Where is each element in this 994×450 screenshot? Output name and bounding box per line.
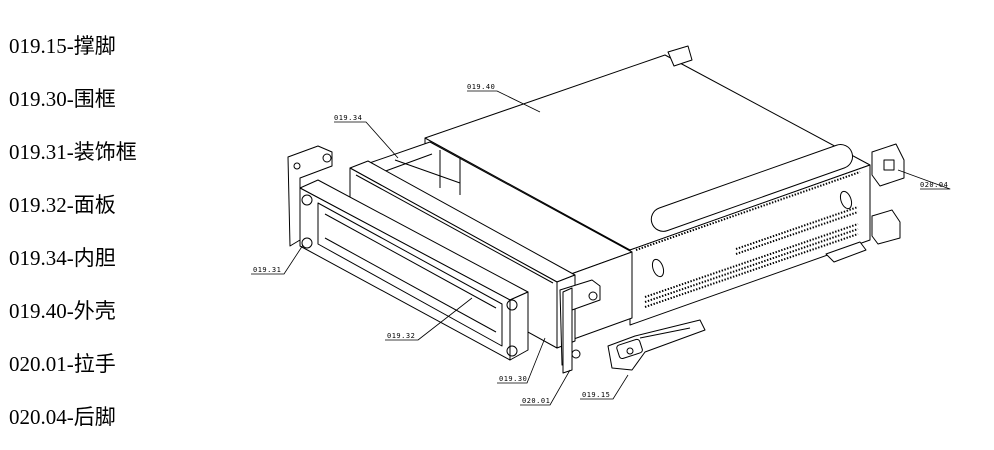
left-handle xyxy=(287,145,333,247)
legend-part-name: 拉手 xyxy=(73,352,116,376)
legend-item: 019.32-面板 xyxy=(9,193,116,217)
callout-019-31: 019.31 xyxy=(253,266,281,274)
legend-part-name: 内胆 xyxy=(73,246,116,270)
legend-item: 019.30-围框 xyxy=(9,87,116,111)
callout-019-30: 019.30 xyxy=(499,375,527,383)
legend-part-name: 面板 xyxy=(73,193,116,217)
legend-code: 019.40 xyxy=(9,299,67,323)
legend-item: 019.40-外壳 xyxy=(9,299,116,323)
legend-code: 020.01 xyxy=(9,352,67,376)
legend-code: 019.34 xyxy=(9,246,67,270)
legend-item: 020.04-后脚 xyxy=(9,405,116,429)
callout-019-34: 019.34 xyxy=(334,114,362,122)
callout-019-32: 019.32 xyxy=(387,332,415,340)
legend-part-name: 外壳 xyxy=(73,299,116,323)
callout-019-40: 019.40 xyxy=(467,83,495,91)
legend-part-name: 围框 xyxy=(73,87,116,111)
legend-item: 019.31-装饰框 xyxy=(9,140,137,164)
front-panel xyxy=(324,213,497,333)
legend-part-name: 装饰框 xyxy=(73,140,137,164)
legend-part-name: 后脚 xyxy=(73,405,116,429)
support-foot xyxy=(607,319,706,371)
callout-019-15: 019.15 xyxy=(582,391,610,399)
legend-part-name: 撑脚 xyxy=(73,34,116,58)
callout-020-01: 020.01 xyxy=(522,397,550,405)
legend-item: 020.01-拉手 xyxy=(9,352,116,376)
legend-item: 019.15-撑脚 xyxy=(9,34,116,58)
legend-code: 020.04 xyxy=(9,405,67,429)
outer-shell xyxy=(424,54,871,326)
decorative-frame xyxy=(299,179,529,361)
legend-code: 019.15 xyxy=(9,34,67,58)
rear-feet xyxy=(667,45,905,263)
legend-code: 019.30 xyxy=(9,87,67,111)
parts-legend: 019.15-撑脚 019.30-围框 019.31-装饰框 019.32-面板… xyxy=(9,26,137,450)
legend-code: 019.31 xyxy=(9,140,67,164)
callout-020-04: 020.04 xyxy=(920,181,948,189)
legend-code: 019.32 xyxy=(9,193,67,217)
leader-lines xyxy=(251,90,951,406)
legend-item: 019.34-内胆 xyxy=(9,246,116,270)
right-handle xyxy=(559,279,601,374)
